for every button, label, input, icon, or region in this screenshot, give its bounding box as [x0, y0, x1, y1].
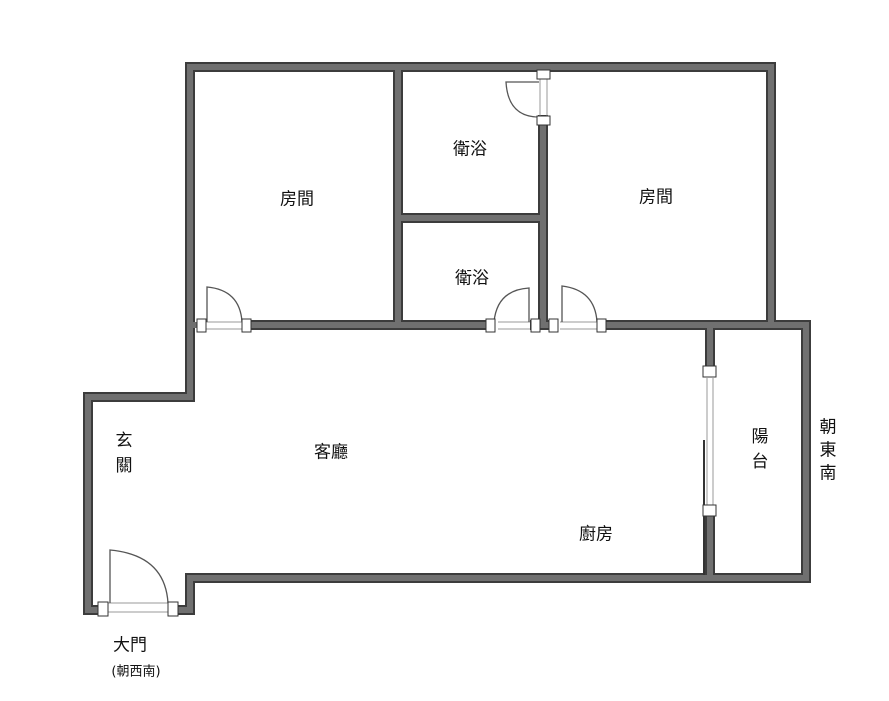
room-label-balcony: 陽台 [747, 427, 768, 477]
room-label-bedroom-right: 房間 [639, 187, 673, 208]
room-label-entrance: 玄關 [111, 431, 132, 481]
room-label-living-room: 客廳 [314, 442, 348, 463]
room-label-bedroom-left: 房間 [280, 189, 314, 210]
room-label-bathroom-bottom: 衛浴 [455, 268, 489, 289]
door-swing-bedroom-right [561, 285, 598, 323]
orientation-east-side: 朝東南 [815, 417, 836, 487]
room-label-kitchen: 廚房 [579, 524, 613, 545]
door-swing-bedroom-left [206, 286, 243, 323]
main-door-label: 大門 [113, 635, 147, 656]
door-swing-bath-top [505, 81, 540, 118]
room-label-bathroom-top: 衛浴 [453, 139, 487, 160]
main-door-facing-label: (朝西南) [111, 664, 161, 680]
door-swing-main [109, 549, 169, 604]
door-swing-bath-bottom [493, 287, 530, 323]
outer-wall [83, 62, 811, 615]
